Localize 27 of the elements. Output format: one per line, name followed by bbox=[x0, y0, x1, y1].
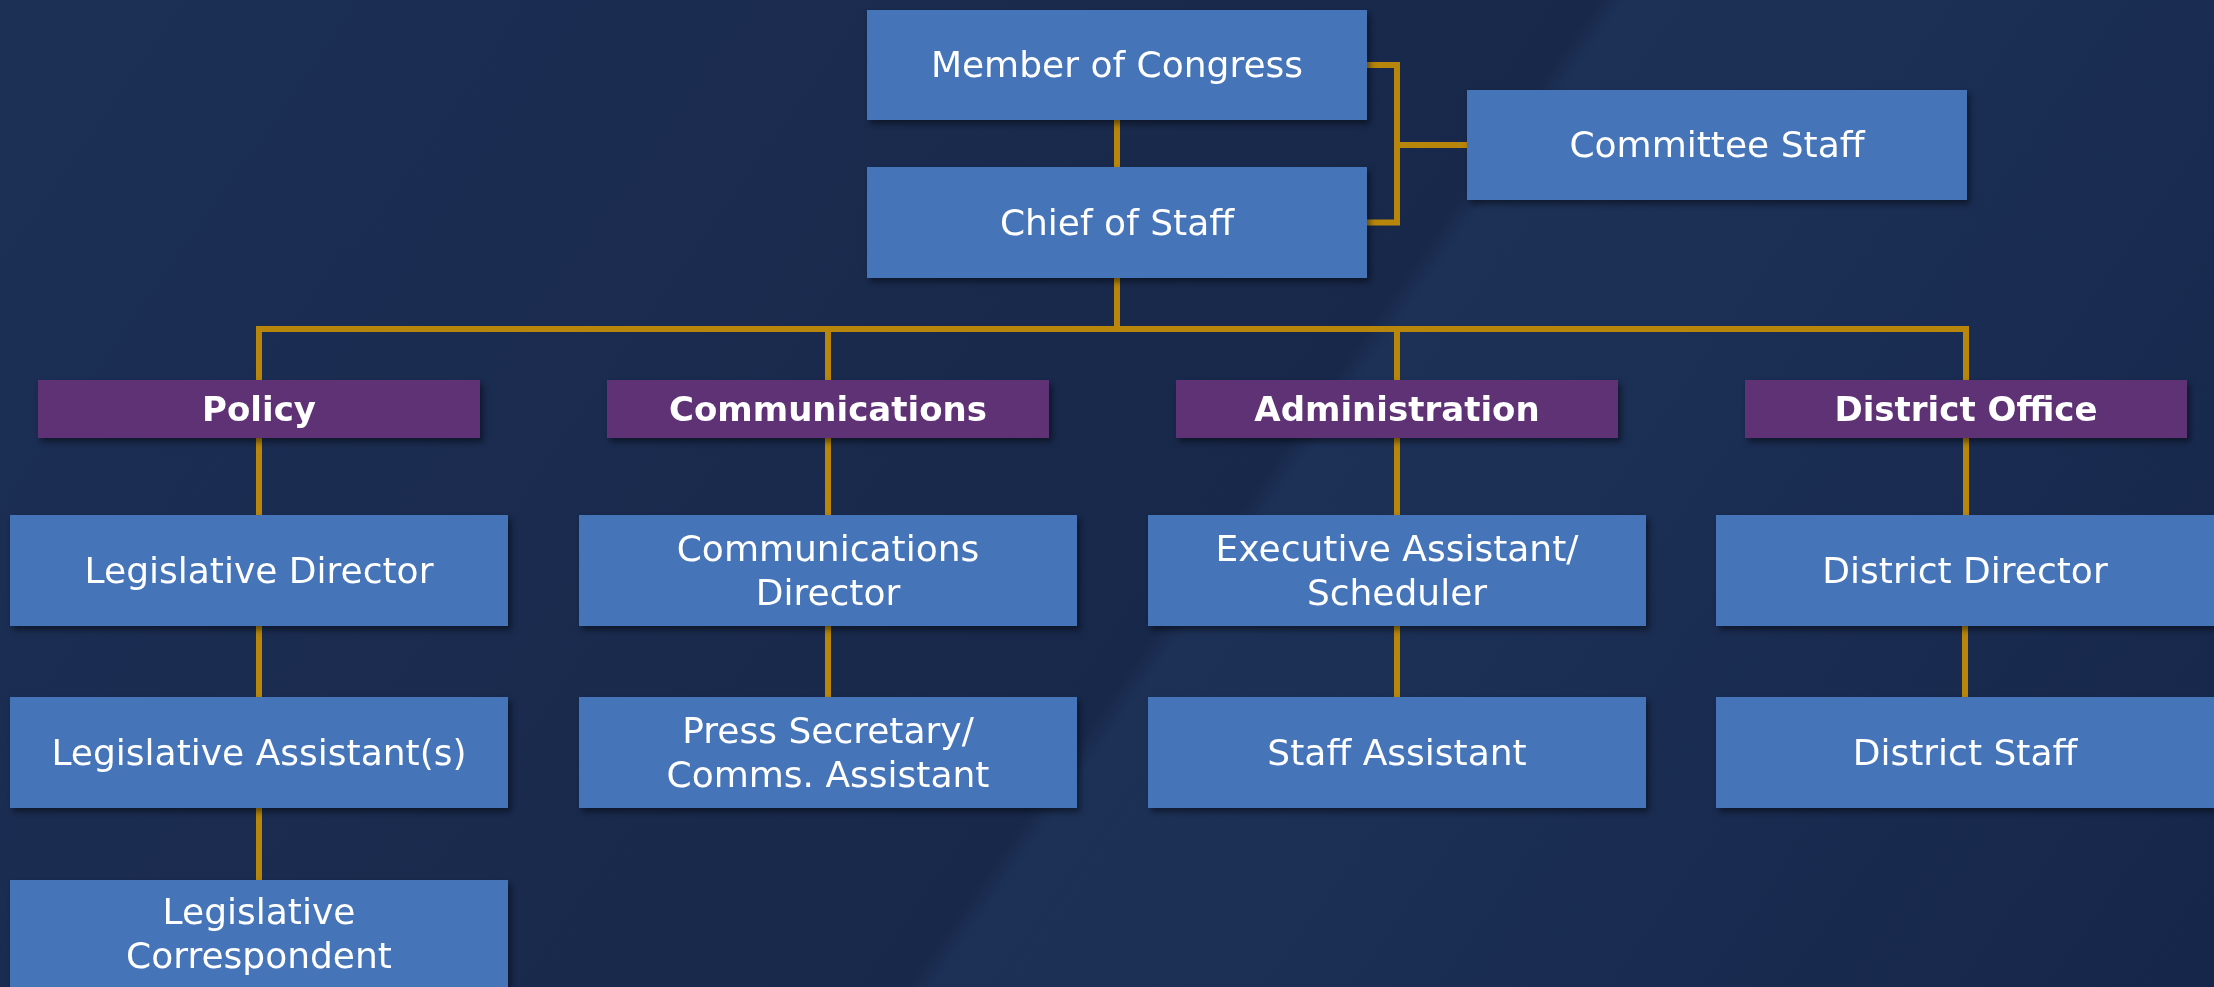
position-box: Executive Assistant/ Scheduler bbox=[1148, 515, 1646, 626]
connector-line bbox=[1394, 438, 1400, 515]
connector-line bbox=[825, 438, 831, 515]
connector-line bbox=[1114, 120, 1120, 167]
connector-line bbox=[1394, 626, 1400, 697]
position-box: District Director bbox=[1716, 515, 2214, 626]
position-box: Legislative Director bbox=[10, 515, 508, 626]
connector-line bbox=[256, 438, 262, 515]
department-header: Policy bbox=[38, 380, 480, 438]
position-box: Press Secretary/ Comms. Assistant bbox=[579, 697, 1077, 808]
position-box: Chief of Staff bbox=[867, 167, 1367, 278]
position-box: District Staff bbox=[1716, 697, 2214, 808]
position-box: Legislative Correspondent bbox=[10, 880, 508, 987]
connector-line bbox=[256, 626, 262, 697]
department-header: Administration bbox=[1176, 380, 1618, 438]
position-box: Staff Assistant bbox=[1148, 697, 1646, 808]
position-box: Legislative Assistant(s) bbox=[10, 697, 508, 808]
department-header: District Office bbox=[1745, 380, 2187, 438]
connector-line bbox=[1367, 142, 1467, 226]
connector-line bbox=[256, 808, 262, 880]
connector-line bbox=[825, 626, 831, 697]
connector-line bbox=[1962, 626, 1968, 697]
position-box: Member of Congress bbox=[867, 10, 1367, 120]
position-box: Communications Director bbox=[579, 515, 1077, 626]
department-header: Communications bbox=[607, 380, 1049, 438]
connector-line bbox=[1963, 438, 1969, 515]
position-box: Committee Staff bbox=[1467, 90, 1967, 200]
